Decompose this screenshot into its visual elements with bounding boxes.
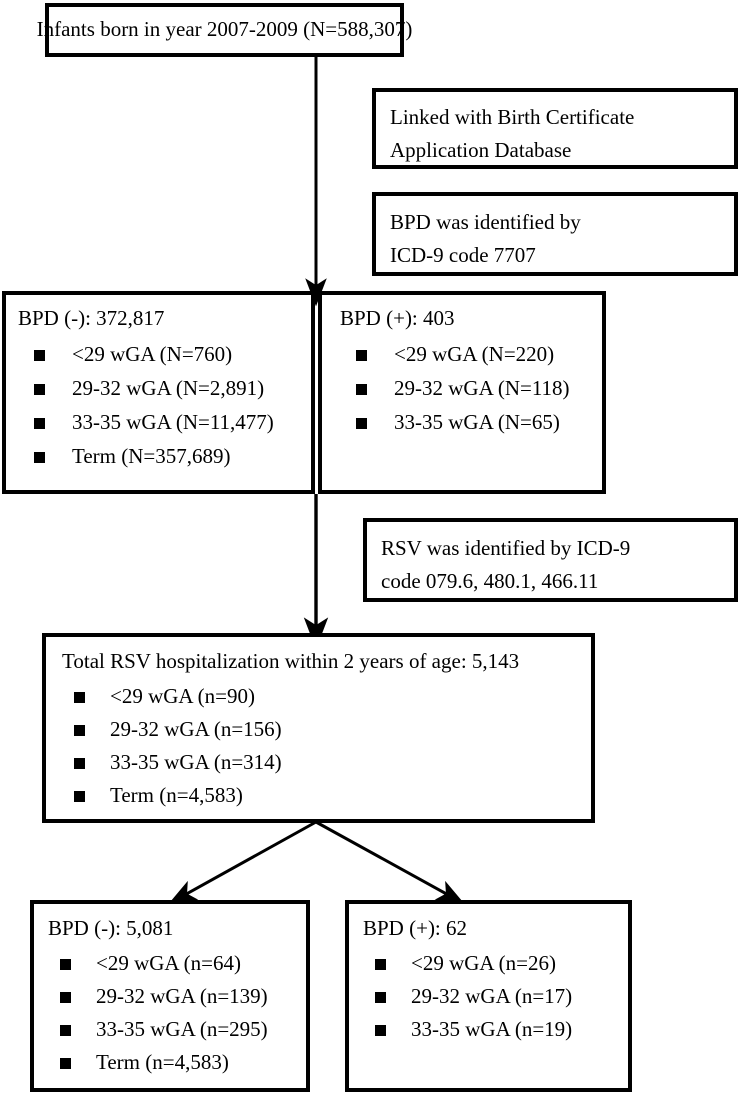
node-rsv-total-box: Total RSV hospitalization within 2 years… <box>42 633 595 823</box>
bullet-square-icon <box>60 1057 71 1069</box>
bullet-square-icon <box>34 417 45 429</box>
rsv-bpd-negative-title: BPD (-): 5,081 <box>48 916 174 940</box>
list-item-label: 29-32 wGA (N=118) <box>394 375 570 400</box>
list-item: 33-35 wGA (n=19) <box>363 1016 628 1041</box>
connector-rsv-to-bpd-positive <box>315 820 465 904</box>
list-item-label: 33-35 wGA (n=295) <box>96 1016 268 1041</box>
bullet-square-icon <box>74 724 85 736</box>
bullet-square-icon <box>356 349 367 361</box>
rsv-bpd-positive-list: <29 wGA (n=26) 29-32 wGA (n=17) 33-35 wG… <box>363 950 628 1041</box>
node-cohort-box: Infants born in year 2007-2009 (N=588,30… <box>37 3 412 57</box>
list-item: <29 wGA (N=760) <box>18 341 311 366</box>
list-item: 29-32 wGA (n=17) <box>363 983 628 1008</box>
list-item-label: 29-32 wGA (n=17) <box>411 983 573 1008</box>
list-item-label: 33-35 wGA (n=19) <box>411 1016 573 1041</box>
bullet-square-icon <box>60 991 71 1003</box>
rsv-bpd-negative-list: <29 wGA (n=64) 29-32 wGA (n=139) 33-35 w… <box>48 950 306 1074</box>
list-item-label: 29-32 wGA (n=156) <box>110 716 282 741</box>
list-item: <29 wGA (n=90) <box>62 683 591 708</box>
list-item-label: Term (N=357,689) <box>72 443 231 468</box>
node-linkage-note-box: Linked with Birth Certificate Applicatio… <box>372 88 738 169</box>
rsv-bpd-positive-title: BPD (+): 62 <box>363 916 468 940</box>
bpd-definition-line-2: ICD-9 code 7707 <box>390 242 536 267</box>
list-item-label: <29 wGA (N=760) <box>72 341 233 366</box>
rsv-definition-line-2: code 079.6, 480.1, 466.11 <box>381 568 599 593</box>
node-bpd-positive-box: BPD (+): 403 <29 wGA (N=220) 29-32 wGA (… <box>318 291 606 494</box>
list-item: 29-32 wGA (N=2,891) <box>18 375 311 400</box>
list-item-label: 33-35 wGA (N=11,477) <box>72 409 274 434</box>
list-item-label: 33-35 wGA (N=65) <box>394 409 560 434</box>
bullet-square-icon <box>60 1024 71 1036</box>
bpd-definition-line-1: BPD was identified by <box>390 210 581 234</box>
list-item-label: Term (n=4,583) <box>96 1049 229 1074</box>
list-item: 29-32 wGA (N=118) <box>340 375 602 400</box>
bullet-square-icon <box>34 383 45 395</box>
node-bpd-negative-box: BPD (-): 372,817 <29 wGA (N=760) 29-32 w… <box>2 291 315 494</box>
list-item-label: 29-32 wGA (n=139) <box>96 983 268 1008</box>
bullet-square-icon <box>60 958 71 970</box>
list-item: Term (n=4,583) <box>48 1049 306 1074</box>
list-item: <29 wGA (N=220) <box>340 341 602 366</box>
bpd-positive-title: BPD (+): 403 <box>340 306 455 330</box>
list-item-label: <29 wGA (n=26) <box>411 950 557 975</box>
list-item: 33-35 wGA (N=11,477) <box>18 409 311 434</box>
bullet-square-icon <box>74 757 85 769</box>
bpd-positive-list: <29 wGA (N=220) 29-32 wGA (N=118) 33-35 … <box>340 341 602 434</box>
connector-rsv-to-bpd-negative <box>168 820 317 904</box>
list-item-label: Term (n=4,583) <box>110 782 243 807</box>
list-item: <29 wGA (n=64) <box>48 950 306 975</box>
list-item: 33-35 wGA (n=295) <box>48 1016 306 1041</box>
bullet-square-icon <box>34 349 45 361</box>
bpd-negative-list: <29 wGA (N=760) 29-32 wGA (N=2,891) 33-3… <box>18 341 311 468</box>
rsv-definition-line-1: RSV was identified by ICD-9 <box>381 536 631 560</box>
list-item: <29 wGA (n=26) <box>363 950 628 975</box>
node-rsv-bpd-negative-box: BPD (-): 5,081 <29 wGA (n=64) 29-32 wGA … <box>30 900 310 1092</box>
list-item: 29-32 wGA (n=156) <box>62 716 591 741</box>
list-item-label: <29 wGA (n=64) <box>96 950 242 975</box>
list-item: 33-35 wGA (n=314) <box>62 749 591 774</box>
bpd-negative-title: BPD (-): 372,817 <box>18 306 165 330</box>
list-item: 29-32 wGA (n=139) <box>48 983 306 1008</box>
bullet-square-icon <box>356 383 367 395</box>
list-item: Term (n=4,583) <box>62 782 591 807</box>
node-bpd-definition-note-box: BPD was identified by ICD-9 code 7707 <box>372 192 738 276</box>
bullet-square-icon <box>375 1024 386 1036</box>
linkage-note-line-2: Application Database <box>390 137 572 162</box>
list-item-label: 29-32 wGA (N=2,891) <box>72 375 265 400</box>
list-item-label: 33-35 wGA (n=314) <box>110 749 282 774</box>
list-item-label: <29 wGA (n=90) <box>110 683 256 708</box>
bullet-square-icon <box>74 790 85 802</box>
rsv-total-list: <29 wGA (n=90) 29-32 wGA (n=156) 33-35 w… <box>62 683 591 807</box>
bullet-square-icon <box>34 451 45 463</box>
node-rsv-definition-note-box: RSV was identified by ICD-9 code 079.6, … <box>363 518 738 602</box>
bullet-square-icon <box>375 958 386 970</box>
list-item: 33-35 wGA (N=65) <box>340 409 602 434</box>
linkage-note-line-1: Linked with Birth Certificate <box>390 105 635 129</box>
bullet-square-icon <box>74 691 85 703</box>
rsv-total-title: Total RSV hospitalization within 2 years… <box>62 649 520 673</box>
cohort-title: Infants born in year 2007-2009 (N=588,30… <box>36 17 413 42</box>
node-rsv-bpd-positive-box: BPD (+): 62 <29 wGA (n=26) 29-32 wGA (n=… <box>345 900 632 1092</box>
bullet-square-icon <box>375 991 386 1003</box>
bullet-square-icon <box>356 417 367 429</box>
list-item-label: <29 wGA (N=220) <box>394 341 555 366</box>
list-item: Term (N=357,689) <box>18 443 311 468</box>
